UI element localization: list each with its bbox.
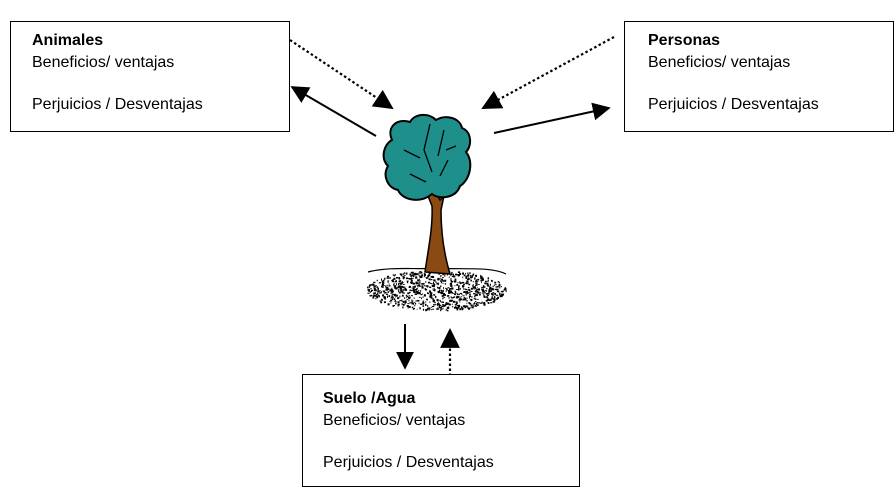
- arrow-tree-to-animales: [290, 86, 377, 137]
- box-suelo-drawbacks: Perjuicios / Desventajas: [323, 454, 494, 471]
- box-suelo-agua: Suelo /Agua Beneficios/ ventajas Perjuic…: [302, 374, 580, 487]
- box-animales-benefits: Beneficios/ ventajas: [32, 54, 175, 71]
- arrow-personas-to-tree: [481, 36, 615, 109]
- box-personas-benefits: Beneficios/ ventajas: [648, 54, 791, 71]
- box-animales-drawbacks: Perjuicios / Desventajas: [32, 96, 203, 113]
- box-animales: Animales Beneficios/ ventajas Perjuicios…: [10, 21, 290, 132]
- box-personas: Personas Beneficios/ ventajas Perjuicios…: [624, 21, 894, 132]
- tree-icon: [367, 114, 507, 312]
- arrow-tree-to-personas: [493, 102, 611, 134]
- box-suelo-benefits: Beneficios/ ventajas: [323, 412, 466, 429]
- tree-foliage-lines: [403, 123, 457, 183]
- tree-trunk: [424, 188, 452, 275]
- box-personas-drawbacks: Perjuicios / Desventajas: [648, 96, 819, 113]
- arrow-animales-to-tree: [289, 39, 394, 110]
- box-animales-title: Animales: [32, 32, 104, 49]
- box-personas-title: Personas: [648, 32, 721, 49]
- ground-patch: [367, 267, 507, 312]
- box-suelo-title: Suelo /Agua: [323, 390, 416, 407]
